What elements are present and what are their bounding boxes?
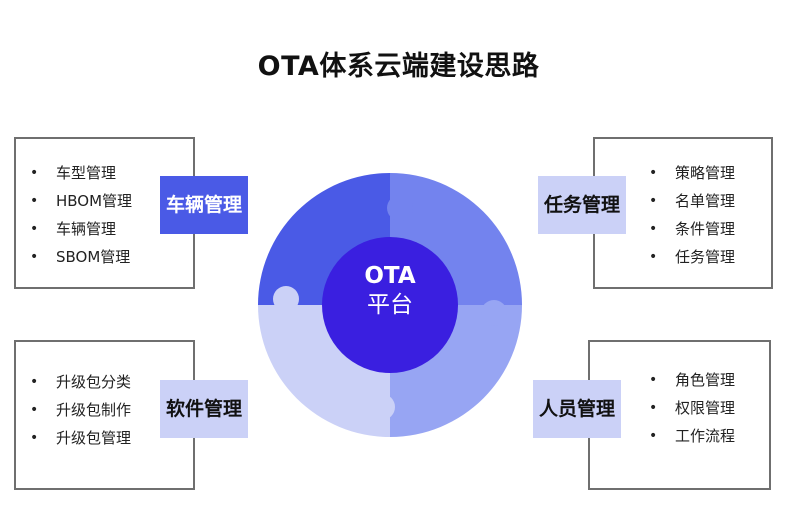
center-label-line1: OTA [364,263,416,289]
task-items-list: 策略管理 名单管理 条件管理 任务管理 [649,159,735,271]
user-items-list: 角色管理 权限管理 工作流程 [649,366,735,450]
ota-center-disk [322,237,458,373]
list-item: 升级包分类 [30,368,131,396]
list-item: 升级包制作 [30,396,131,424]
ota-ring-diagram [258,173,522,437]
puzzle-knob [369,394,395,420]
list-item: 策略管理 [649,159,735,187]
software-management-tag: 软件管理 [160,380,248,438]
user-segment [390,305,522,437]
list-item: 任务管理 [649,243,735,271]
user-management-tag: 人员管理 [533,380,621,438]
puzzle-knob [273,286,299,312]
list-item: HBOM管理 [30,187,132,215]
center-label: OTA 平台 [322,262,458,320]
list-item: 工作流程 [649,422,735,450]
puzzle-knob [387,195,413,221]
list-item: SBOM管理 [30,243,132,271]
vehicle-management-tag: 车辆管理 [160,176,248,234]
list-item: 车辆管理 [30,215,132,243]
task-segment [390,173,522,305]
list-item: 角色管理 [649,366,735,394]
list-item: 条件管理 [649,215,735,243]
software-items-list: 升级包分类 升级包制作 升级包管理 [30,368,131,452]
page-title: OTA体系云端建设思路 [257,51,540,82]
list-item: 车型管理 [30,159,132,187]
task-management-tag: 任务管理 [538,176,626,234]
vehicle-items-list: 车型管理 HBOM管理 车辆管理 SBOM管理 [30,159,132,271]
center-label-line2: 平台 [367,292,413,318]
vehicle-segment [258,173,390,305]
list-item: 升级包管理 [30,424,131,452]
puzzle-knob [481,300,507,326]
software-segment [258,305,390,437]
list-item: 权限管理 [649,394,735,422]
list-item: 名单管理 [649,187,735,215]
